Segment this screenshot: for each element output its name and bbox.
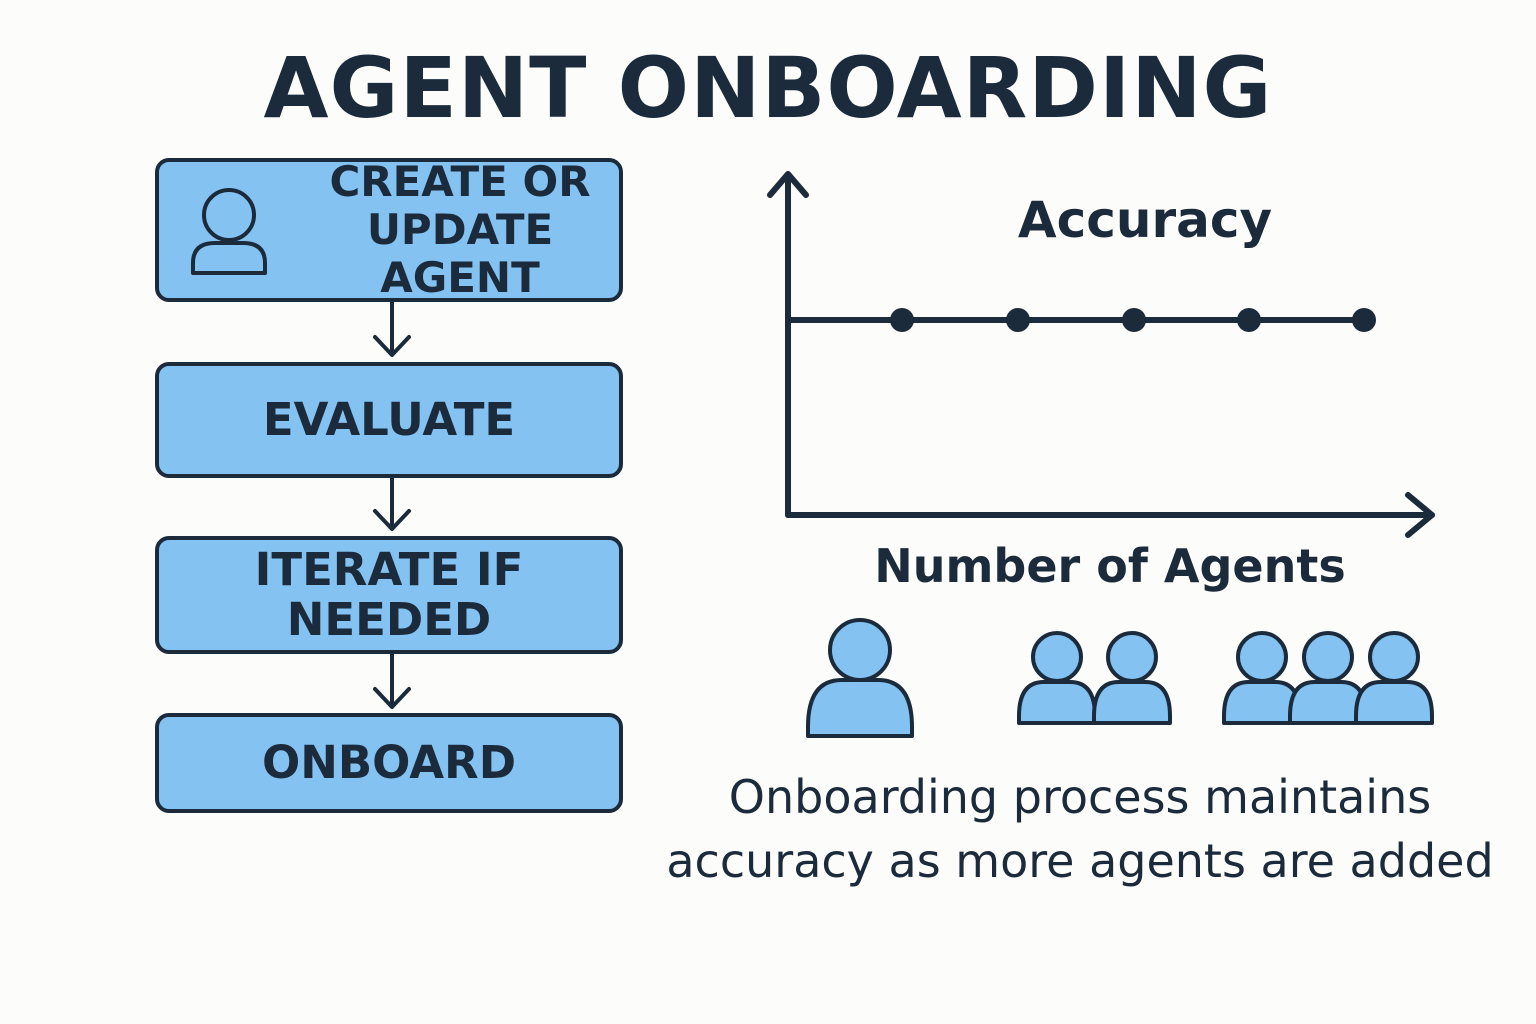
agent-group [1222, 631, 1434, 725]
diagram-title: AGENT ONBOARDING [263, 39, 1273, 137]
accuracy-point [1006, 308, 1030, 332]
step-label: ITERATE IF NEEDED [254, 543, 524, 646]
x-axis-label: Number of Agents [874, 539, 1346, 593]
caption: Onboarding process maintains accuracy as… [666, 770, 1494, 888]
accuracy-point [1352, 308, 1376, 332]
person-icon [1222, 631, 1302, 725]
agent-groups [806, 618, 1434, 738]
step-evaluate: EVALUATE [155, 362, 623, 478]
person-icon [1288, 631, 1368, 725]
step-label: CREATE OR UPDATE AGENT [329, 157, 591, 302]
accuracy-point [1122, 308, 1146, 332]
flow-arrow [373, 652, 411, 709]
step-onboard: ONBOARD [155, 713, 623, 813]
person-icon [1017, 631, 1097, 725]
y-axis-label: Accuracy [1017, 191, 1273, 249]
accuracy-points [890, 308, 1376, 332]
accuracy-point [1237, 308, 1261, 332]
step-label: EVALUATE [262, 393, 516, 446]
person-icon [1354, 631, 1434, 725]
person-icon [806, 618, 914, 738]
agent-group [806, 618, 914, 738]
agent-group [1017, 631, 1172, 725]
person-icon [1092, 631, 1172, 725]
step-create-or-update-agent: CREATE OR UPDATE AGENT [155, 158, 623, 302]
flow-arrow [373, 476, 411, 531]
flow-arrow [373, 300, 411, 357]
x-axis [785, 492, 1435, 538]
step-label: ONBOARD [261, 736, 517, 789]
person-icon [191, 188, 267, 275]
y-axis [767, 171, 809, 518]
step-iterate-if-needed: ITERATE IF NEEDED [155, 536, 623, 654]
accuracy-point [890, 308, 914, 332]
